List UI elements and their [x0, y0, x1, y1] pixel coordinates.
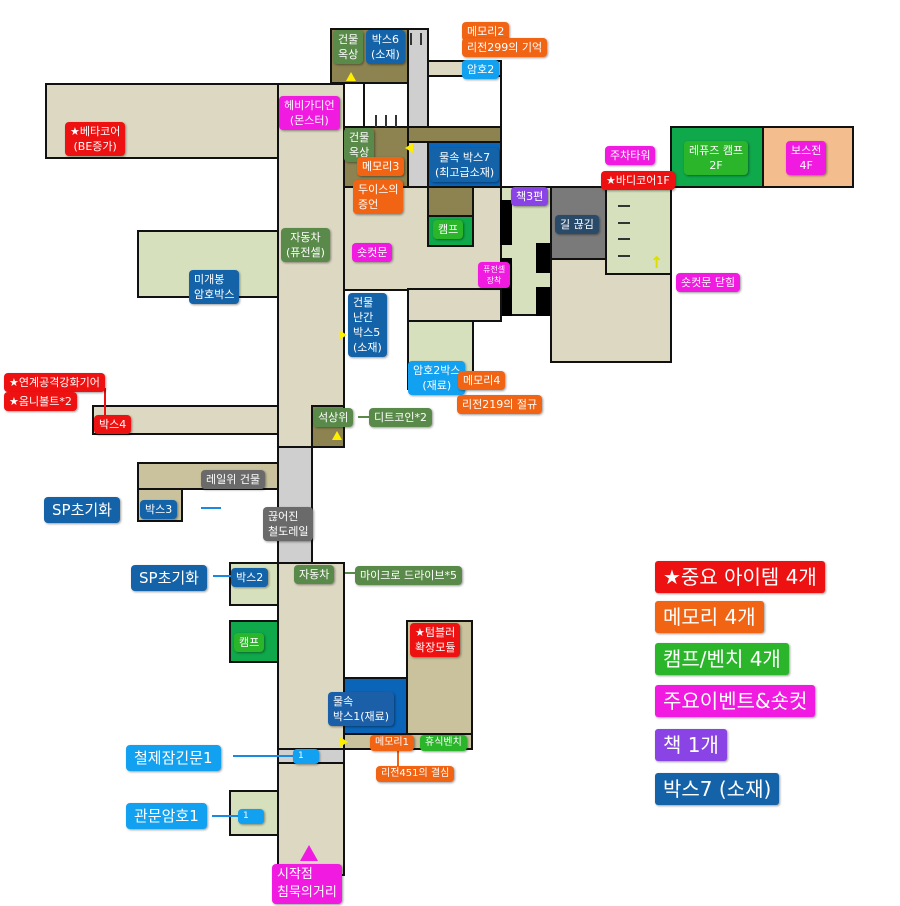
label-box6[interactable]: 박스6 (소재): [366, 30, 405, 64]
label-memory1-title: 리전451의 결심: [376, 766, 455, 782]
label-unopened-box[interactable]: 미개봉 암호박스: [189, 270, 240, 304]
label-iron-door: 철제잠긴문1: [126, 745, 221, 771]
label-book3[interactable]: 책3편: [511, 187, 549, 206]
label-memory3[interactable]: 메모리3: [357, 157, 405, 176]
label-start[interactable]: 시작점 침묵의거리: [272, 864, 342, 904]
label-omni-bolt[interactable]: ★옴니볼트*2: [4, 392, 77, 411]
south-passage: [407, 288, 502, 322]
entry-marker-icon: [332, 431, 342, 440]
label-shortcut-door[interactable]: 숏컷문: [352, 243, 393, 262]
label-rest-bench[interactable]: 휴식벤치: [420, 735, 467, 751]
label-code2[interactable]: 암호2: [462, 60, 500, 79]
entry-marker-icon: [339, 330, 347, 340]
gray-passage: [407, 28, 429, 188]
broken-rail: [277, 446, 313, 564]
label-memory4-title: 리전219의 절규: [457, 395, 543, 414]
label-camp-top[interactable]: 캠프: [433, 220, 464, 239]
up-arrow-icon: ↑: [650, 253, 664, 272]
legend-books: 책 1개: [655, 729, 727, 761]
lower-right-room: [550, 258, 672, 363]
label-ditcoin: 디트코인*2: [369, 408, 432, 427]
label-gate-code: 관문암호1: [126, 803, 207, 829]
label-box1[interactable]: 물속 박스1(재료): [328, 692, 395, 726]
label-camp-bottom[interactable]: 캠프: [234, 633, 265, 652]
label-micro-drive: 마이크로 드라이브*5: [355, 566, 462, 585]
olive-block: [427, 186, 474, 218]
label-heavy-guardian[interactable]: 헤비가디언 (몬스터): [279, 96, 340, 130]
legend-memory: 메모리 4개: [655, 601, 764, 633]
label-box2[interactable]: 박스2: [231, 568, 269, 587]
gate-code-marker[interactable]: 1: [238, 809, 264, 824]
label-car-fusion[interactable]: 자동차 (퓨전셀): [281, 228, 330, 262]
label-memory4[interactable]: 메모리4: [458, 371, 506, 390]
label-memory3-title: 두이스의 증언: [353, 180, 404, 214]
label-rooftop-2: 건물 옥상: [344, 128, 375, 162]
label-sp-reset-2: SP초기화: [131, 565, 207, 591]
label-rooftop-1: 건물 옥상: [333, 30, 364, 64]
label-boss[interactable]: 보스전 4F: [786, 141, 827, 175]
label-beta-core[interactable]: ★베타코어 (BE증가): [65, 122, 126, 156]
main-corridor-upper: [277, 83, 345, 448]
label-statue[interactable]: 석상위: [313, 408, 354, 427]
label-broken-rail: 끊어진 철도레일: [263, 507, 314, 541]
label-memory2-title: 리전299의 기억: [462, 38, 548, 57]
entry-marker-icon: [405, 143, 413, 153]
label-body-core[interactable]: ★바디코어1F: [601, 171, 675, 190]
locked-door-marker[interactable]: 1: [293, 749, 319, 764]
label-box5[interactable]: 건물 난간 박스5 (소재): [348, 293, 387, 357]
legend-camp-bench: 캠프/벤치 4개: [655, 643, 789, 675]
legend-important-items: ★중요 아이템 4개: [655, 561, 825, 593]
label-rail-building: 레일위 건물: [201, 470, 266, 489]
parking-stairs: [605, 186, 672, 275]
label-box3[interactable]: 박스3: [140, 500, 178, 519]
label-fusion-cell[interactable]: 퓨전셀 장착: [478, 262, 511, 288]
label-parking-tower[interactable]: 주차타워: [605, 146, 656, 165]
label-shortcut-closed[interactable]: 숏컷문 닫힘: [676, 273, 741, 292]
label-box4[interactable]: 박스4: [94, 415, 132, 434]
entry-marker-icon: [340, 737, 348, 747]
entry-marker-icon: [346, 72, 356, 81]
label-code2-box[interactable]: 암호2박스 (재료): [408, 361, 466, 395]
label-memory1[interactable]: 메모리1: [370, 735, 414, 751]
label-car[interactable]: 자동차: [294, 565, 335, 584]
legend-events-shortcuts: 주요이벤트&숏컷: [655, 685, 816, 717]
label-memory2[interactable]: 메모리2: [462, 22, 510, 41]
label-road-cut: 길 끊김: [555, 215, 599, 234]
legend-box: 박스7 (소재): [655, 773, 780, 805]
label-link-gear[interactable]: ★연계공격강화기어: [4, 373, 105, 392]
start-marker-icon: [300, 845, 318, 861]
label-refuse-camp[interactable]: 레퓨즈 캠프 2F: [684, 141, 749, 175]
label-box7[interactable]: 물속 박스7 (최고급소재): [430, 148, 500, 182]
label-sp-reset-1: SP초기화: [44, 497, 120, 523]
label-tumbler[interactable]: ★텀블러 확장모듈: [410, 623, 461, 657]
stair-room: [427, 75, 502, 128]
